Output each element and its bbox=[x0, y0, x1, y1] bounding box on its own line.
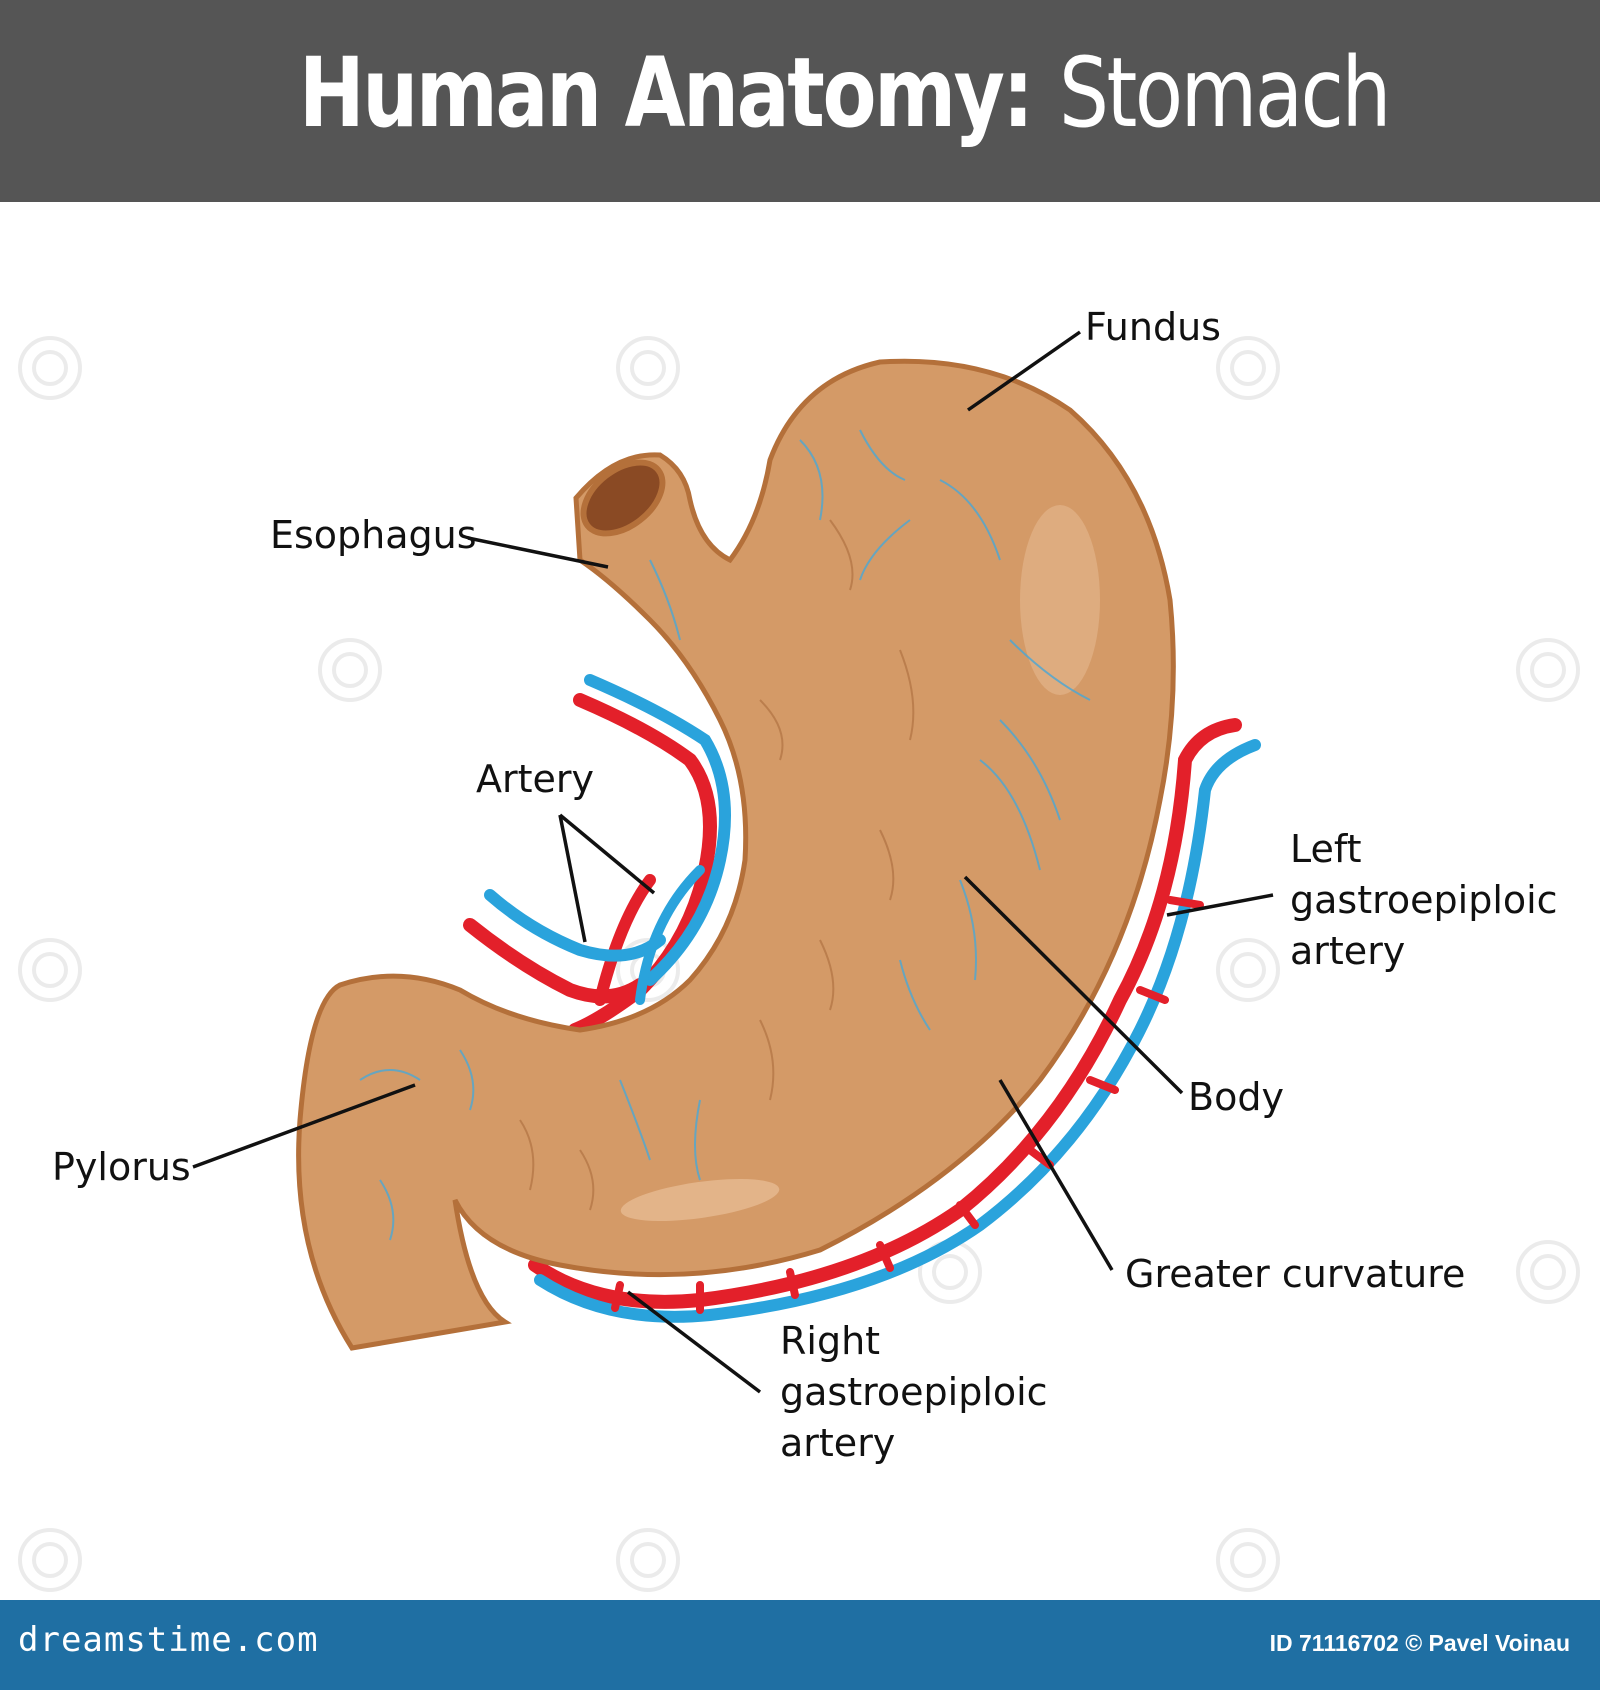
greater-curvature-leader bbox=[998, 1079, 1114, 1271]
artery-leader-left bbox=[558, 814, 587, 943]
surface-veins bbox=[359, 429, 1091, 1241]
left-gastroepiploic-vein-vessel bbox=[534, 739, 1261, 1323]
label-esophagus: Esophagus bbox=[270, 513, 477, 557]
artery-vessel-branch bbox=[594, 874, 656, 1006]
title-light: Stomach bbox=[1059, 37, 1391, 149]
artery-rungs bbox=[611, 896, 1204, 1314]
highlight-fundus bbox=[1020, 505, 1100, 695]
lesser-curvature-vessels bbox=[463, 674, 731, 1037]
label-left-gastroepiploic-3: artery bbox=[1290, 929, 1406, 973]
right-gastroepiploic-leader bbox=[626, 1290, 762, 1394]
vein-vessel-branch bbox=[635, 865, 705, 1005]
vein-vessel-upper bbox=[584, 674, 731, 986]
footer-bar: dreamstime.com ID 71116702 © Pavel Voina… bbox=[0, 1600, 1600, 1690]
stomach-outline bbox=[296, 358, 1176, 1351]
footer-brand: dreamstime.com bbox=[18, 1620, 319, 1660]
label-artery: Artery bbox=[476, 757, 595, 801]
page-title: Human Anatomy: Stomach bbox=[0, 38, 1600, 148]
diagram-area: Fundus Esophagus Artery Left gastroepipl… bbox=[0, 202, 1600, 1600]
label-greater-curvature: Greater curvature bbox=[1125, 1252, 1466, 1296]
artery-leader-right bbox=[558, 813, 656, 895]
label-right-gastroepiploic-1: Right bbox=[780, 1319, 881, 1363]
title-bar: Human Anatomy: Stomach bbox=[0, 0, 1600, 202]
pylorus-leader bbox=[192, 1083, 416, 1169]
stomach-diagram bbox=[18, 330, 1580, 1592]
label-left-gastroepiploic-1: Left bbox=[1290, 827, 1362, 871]
esophagus-leader bbox=[467, 536, 609, 569]
artery-vessel-lower bbox=[463, 918, 647, 1004]
fundus-leader bbox=[966, 330, 1082, 412]
label-body: Body bbox=[1188, 1075, 1284, 1119]
esophagus-opening bbox=[580, 459, 666, 537]
left-gastroepiploic-leader bbox=[1166, 893, 1274, 917]
label-pylorus: Pylorus bbox=[52, 1145, 191, 1189]
label-left-gastroepiploic-2: gastroepiploic bbox=[1290, 878, 1558, 922]
left-gastroepiploic-artery-vessel bbox=[528, 718, 1242, 1309]
stomach-shape bbox=[296, 358, 1176, 1351]
title-bold: Human Anatomy: bbox=[299, 37, 1034, 149]
highlight-lower bbox=[620, 1178, 780, 1222]
vein-vessel-lower bbox=[484, 889, 666, 962]
surface-wrinkles bbox=[519, 519, 915, 1211]
label-fundus: Fundus bbox=[1085, 305, 1221, 349]
footer-id: ID 71116702 © Pavel Voinau bbox=[1269, 1630, 1570, 1656]
body-leader bbox=[963, 875, 1184, 1095]
label-right-gastroepiploic-3: artery bbox=[780, 1421, 896, 1465]
label-right-gastroepiploic-2: gastroepiploic bbox=[780, 1370, 1048, 1414]
greater-curvature-vessels bbox=[528, 718, 1261, 1323]
leader-lines bbox=[192, 330, 1274, 1394]
